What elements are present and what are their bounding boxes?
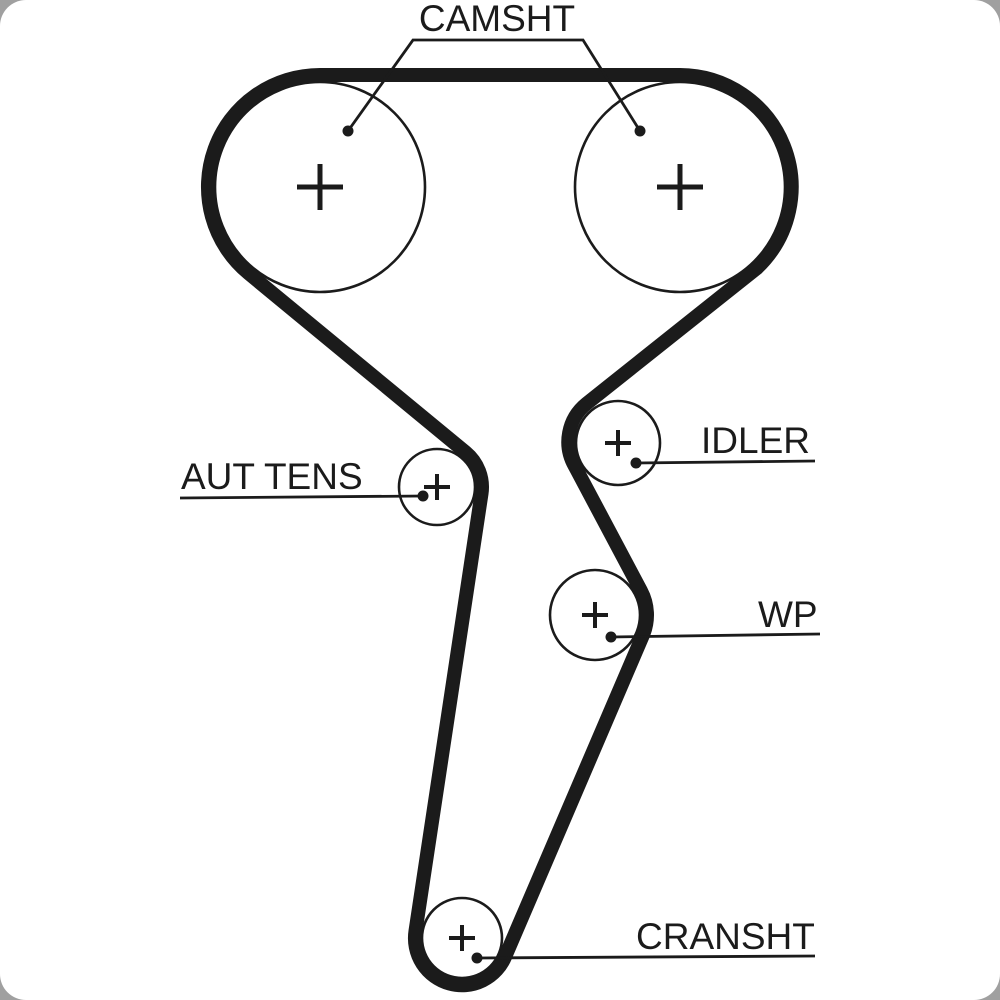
pulley-circle-crankshaft [420, 896, 504, 980]
crankshaft-leader-line [476, 954, 816, 960]
pulley-circle-water-pump [548, 568, 642, 662]
pulley-cross-camshaft-left [297, 164, 343, 210]
camshaft-right-dot [634, 125, 646, 137]
timing-belt [201, 68, 799, 993]
leader-lines [179, 38, 821, 960]
pulley-cross-crankshaft [449, 925, 475, 951]
label-idler: IDLER [701, 420, 810, 461]
water-pump-dot [605, 631, 617, 643]
auto-tensioner-leader-line [179, 494, 424, 500]
label-auto-tensioner: AUT TENS [181, 456, 363, 497]
pulley-circle-auto-tensioner [397, 447, 477, 527]
water-pump-leader-line [610, 632, 821, 639]
auto-tensioner-dot [417, 490, 429, 502]
idler-leader-line [635, 459, 816, 465]
camshaft-left-dot [342, 125, 354, 137]
label-water-pump: WP [758, 594, 818, 635]
label-crankshaft: CRANSHT [636, 916, 815, 957]
pulley-cross-water-pump [582, 602, 608, 628]
pulley-circle-idler [574, 399, 662, 487]
crankshaft-dot [471, 952, 483, 964]
pulley-cross-idler [605, 430, 631, 456]
pulleys-layer [213, 80, 787, 980]
label-camshaft: CAMSHT [419, 0, 575, 39]
camshaft-leader-line [346, 38, 642, 132]
pulley-cross-auto-tensioner [424, 474, 450, 500]
pulley-cross-camshaft-right [657, 164, 703, 210]
idler-dot [630, 457, 642, 469]
leader-dots [342, 125, 646, 964]
